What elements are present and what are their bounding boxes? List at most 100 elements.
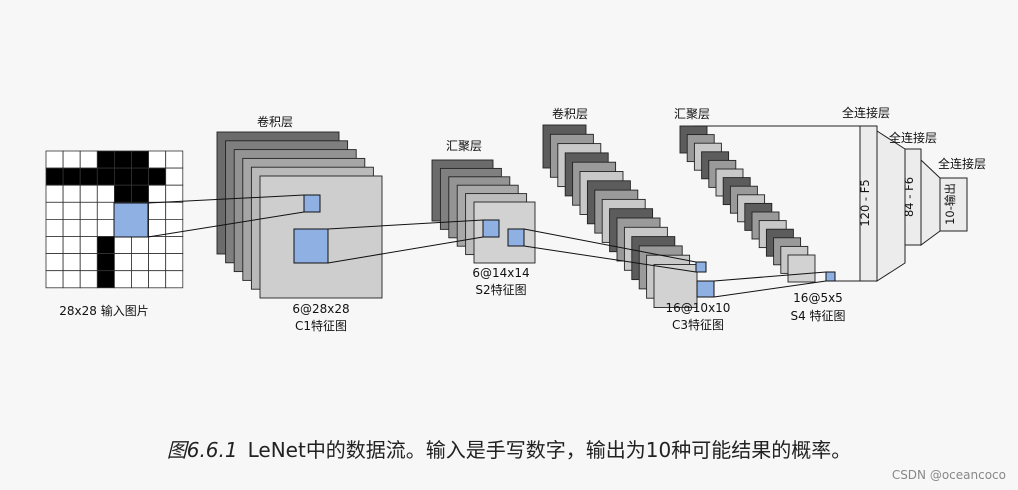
output-label: 10-输出 [943, 183, 957, 225]
input-pixel [79, 184, 98, 203]
output-layer-box [939, 177, 968, 232]
input-pixel [114, 167, 132, 186]
projection-line [713, 280, 827, 298]
s2-size-label: 6@14x14 [472, 266, 529, 280]
input-pixel [96, 253, 115, 272]
input-pixel [114, 253, 132, 272]
input-pixel [79, 167, 98, 186]
input-pixel [79, 236, 98, 255]
c1-small-highlight [303, 194, 321, 213]
input-pixel [114, 184, 132, 203]
c1-title: 卷积层 [257, 114, 293, 129]
input-pixel [96, 184, 115, 203]
input-pixel [131, 270, 150, 289]
input-pixel [114, 236, 132, 255]
input-pixel [45, 270, 64, 289]
input-pixel [96, 201, 115, 220]
s4-name-label: S4 特征图 [790, 308, 845, 323]
input-pixel [45, 184, 64, 203]
input-pixel [62, 184, 81, 203]
input-pixel [62, 253, 81, 272]
input-image-grid [45, 150, 184, 289]
projection-line [327, 219, 484, 230]
projection-line [523, 228, 697, 263]
input-pixel [165, 201, 184, 220]
s4-highlight [825, 271, 836, 282]
input-pixel [165, 184, 184, 203]
input-pixel [131, 167, 150, 186]
input-pixel [165, 167, 184, 186]
s4-title: 汇聚层 [674, 107, 710, 121]
input-pixel [148, 253, 167, 272]
input-receptive-field [113, 202, 149, 238]
fc-layers: 120 - F5 84 - F6 10-输出 全连接层 全连接层 全连接层 [693, 105, 986, 282]
input-pixel [131, 184, 150, 203]
input-pixel [62, 150, 81, 169]
f5-title: 全连接层 [842, 105, 890, 120]
f5-label: 120 - F5 [858, 179, 872, 226]
input-pixel [62, 236, 81, 255]
c3-feature-map [653, 264, 698, 308]
input-pixel [45, 218, 64, 237]
c1-feature-map-stack [216, 131, 383, 299]
c1-size-label: 6@28x28 [292, 302, 349, 316]
input-pixel [45, 236, 64, 255]
input-pixel [62, 218, 81, 237]
input-pixel [96, 218, 115, 237]
figure-number: 图6.6.1 [166, 438, 238, 462]
c3-name-label: C3特征图 [672, 317, 724, 332]
input-pixel [131, 236, 150, 255]
f6-to-output-connector [920, 158, 941, 246]
projection-line [147, 211, 305, 238]
input-pixel [79, 201, 98, 220]
f6-title: 全连接层 [889, 130, 937, 145]
s2-receptive-field [507, 228, 525, 247]
receptive-field-projections [113, 194, 836, 298]
input-pixel [79, 218, 98, 237]
output-title: 全连接层 [938, 156, 986, 171]
input-pixel [165, 150, 184, 169]
s4-feature-map [787, 254, 816, 283]
s2-title: 汇聚层 [446, 139, 482, 153]
f5-layer-box [859, 125, 878, 282]
input-label: 28x28 输入图片 [59, 303, 148, 318]
s2-small-highlight [482, 219, 500, 238]
input-pixel [131, 150, 150, 169]
input-pixel [45, 167, 64, 186]
input-pixel [45, 253, 64, 272]
input-pixel [96, 236, 115, 255]
input-pixel [62, 201, 81, 220]
input-pixel [165, 253, 184, 272]
c3-title: 卷积层 [552, 106, 588, 121]
input-pixel [131, 253, 150, 272]
input-pixel [114, 150, 132, 169]
figure-caption: 图6.6.1 LeNet中的数据流。输入是手写数字，输出为10种可能结果的概率。 [0, 434, 1018, 463]
c3-feature-map-stack [542, 124, 698, 308]
input-pixel [148, 150, 167, 169]
caption-text: LeNet中的数据流。输入是手写数字，输出为10种可能结果的概率。 [247, 438, 852, 462]
input-pixel [62, 270, 81, 289]
input-pixel [148, 167, 167, 186]
input-pixel [79, 150, 98, 169]
f6-layer-box [904, 148, 922, 246]
c3-small-highlight [695, 261, 707, 273]
watermark: CSDN @oceancoco [891, 468, 1006, 482]
input-pixel [148, 270, 167, 289]
s2-feature-map-stack [431, 159, 536, 264]
projection-line [147, 194, 305, 204]
input-pixel [165, 236, 184, 255]
input-pixel [62, 167, 81, 186]
projection-line [327, 236, 484, 264]
s4-feature-map-stack [679, 125, 816, 283]
input-pixel [79, 270, 98, 289]
f5-to-f6-connector [876, 130, 906, 282]
s4-size-label: 16@5x5 [793, 291, 843, 305]
input-pixel [79, 253, 98, 272]
c3-size-label: 16@10x10 [666, 301, 731, 315]
input-pixel [148, 201, 167, 220]
c1-name-label: C1特征图 [295, 318, 347, 333]
input-pixel [165, 270, 184, 289]
input-pixel [114, 270, 132, 289]
input-pixel [96, 270, 115, 289]
